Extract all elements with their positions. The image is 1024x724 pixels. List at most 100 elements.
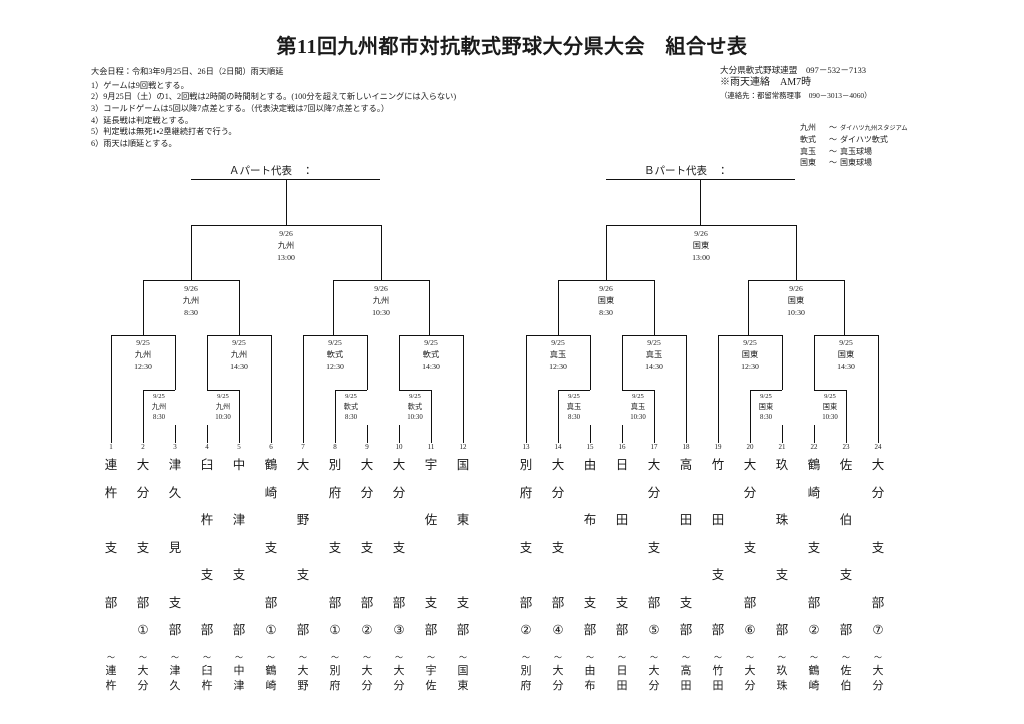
game-venue: 国東 xyxy=(741,350,759,359)
legend-tilde: ～ xyxy=(829,158,837,168)
game-a-r2: 9/25 九州 10:30 xyxy=(208,392,238,422)
seed-stem xyxy=(335,425,336,443)
seed-number: 18 xyxy=(682,443,690,451)
seed-name-char: 中 xyxy=(232,458,246,472)
footer-team-name: 大分 xyxy=(136,664,150,694)
footer-name-char: 分 xyxy=(393,680,405,692)
seed-name-char: ① xyxy=(329,623,341,637)
a-semi2-leg-left xyxy=(333,280,334,335)
seed-name-char: 由 xyxy=(583,458,597,472)
b-semi1-leg-left xyxy=(558,280,559,335)
b-q1-leg-right xyxy=(590,335,591,390)
seed-name-char xyxy=(199,590,215,618)
seed-name-char xyxy=(838,535,854,563)
seed-name-char xyxy=(359,507,375,535)
seed-name-char: 部 xyxy=(360,595,374,610)
part-a-stem xyxy=(286,179,287,225)
seed-name-char: 支 xyxy=(424,595,438,610)
seed-name-char: 支 xyxy=(871,540,885,555)
seed-name-char xyxy=(614,562,630,590)
seed-number: 12 xyxy=(459,443,467,451)
seed-number: 24 xyxy=(874,443,882,451)
seed-name-char xyxy=(423,535,439,563)
seed-name-char: 部 xyxy=(519,595,533,610)
seed-name-char xyxy=(231,480,247,508)
seed-team-name: 由 布 支部 xyxy=(582,452,598,645)
game-time: 13:00 xyxy=(277,253,295,262)
legend-venue: 国東球場 xyxy=(840,158,872,168)
game-b-final: 9/26 国東 13:00 xyxy=(656,228,746,263)
footer-team-name: 鶴崎 xyxy=(807,664,821,694)
seed-name-char xyxy=(678,562,694,590)
legend-row: 軟式～ダイハツ軟式 xyxy=(800,134,940,145)
a-r3-connector xyxy=(335,390,367,391)
footer-name-char: 伯 xyxy=(840,680,852,692)
seed-name-char: 大 xyxy=(647,458,661,472)
seed-stem xyxy=(654,425,655,443)
game-date: 9/26 xyxy=(279,229,293,238)
seed-name-char xyxy=(646,562,662,590)
game-b-r3: 9/25 国東 8:30 xyxy=(751,392,781,422)
seed-name-char: ⑦ xyxy=(872,623,884,637)
seed-name-char: 支 xyxy=(136,540,150,555)
seed-number: 11 xyxy=(427,443,435,451)
seed-name-char: 大 xyxy=(392,458,406,472)
b-semi1-leg-right xyxy=(654,280,655,335)
seed-stem xyxy=(399,425,400,443)
legend-row: 真玉～真玉球場 xyxy=(800,146,940,157)
a-q2-leg-right xyxy=(271,335,272,443)
seed-name-char: 部 xyxy=(743,595,757,610)
game-a-r1: 9/25 九州 8:30 xyxy=(144,392,174,422)
part-a-label: Ａパート代表 ： xyxy=(229,166,313,177)
seed-number: 8 xyxy=(333,443,337,451)
seed-name-char: 支 xyxy=(775,568,789,582)
footer-name-char: 連 xyxy=(105,665,117,677)
seed-name-char: 布 xyxy=(583,513,597,527)
game-a-q1: 9/25 九州 12:30 xyxy=(113,337,173,372)
game-time: 12:30 xyxy=(549,362,567,371)
footer-team-name: 津久 xyxy=(168,664,182,694)
game-date: 9/25 xyxy=(424,338,438,347)
seed-name-char: ① xyxy=(265,623,277,637)
seed-team-name: 中 津 支 部 xyxy=(231,452,247,645)
legend-row: 九州～ダイハツ九州スタジアム xyxy=(800,122,940,134)
seed-name-char xyxy=(455,535,471,563)
game-venue: 真玉 xyxy=(645,350,663,359)
seed-number: 19 xyxy=(714,443,722,451)
footer-team-name: 国東 xyxy=(456,664,470,694)
game-date: 9/25 xyxy=(647,338,661,347)
seed-name-char: 鶴 xyxy=(264,458,278,472)
game-b-r4: 9/25 国東 10:30 xyxy=(815,392,845,422)
seed-name-char: 分 xyxy=(743,485,757,500)
rule-item-2: 2）9月25日（土）の1、2回戦は2時間の時間制とする。(100分を超えて新しい… xyxy=(91,92,457,102)
game-date: 9/26 xyxy=(789,284,803,293)
seed-name-char: 津 xyxy=(168,458,182,472)
seed-name-char xyxy=(231,590,247,618)
seed-name-char xyxy=(103,507,119,535)
footer-caret: 〜 xyxy=(203,653,211,662)
seed-name-char: 部 xyxy=(615,623,629,637)
footer-name-char: 分 xyxy=(648,680,660,692)
seed-name-char: 野 xyxy=(296,513,310,527)
seed-name-char xyxy=(391,562,407,590)
footer-name-char: 鶴 xyxy=(265,665,277,677)
seed-name-char: 支 xyxy=(711,568,725,582)
part-a-rule-left xyxy=(191,179,380,180)
b-r4-leg-right xyxy=(846,390,847,443)
game-venue: 国東 xyxy=(787,296,805,305)
b-semi1-connector xyxy=(558,280,654,281)
seed-number: 5 xyxy=(237,443,241,451)
game-time: 12:30 xyxy=(741,362,759,371)
footer-name-char: 分 xyxy=(552,680,564,692)
b-r1-connector xyxy=(558,390,590,391)
footer-team-name: 大分 xyxy=(647,664,661,694)
a-r4-connector xyxy=(399,390,431,391)
footer-name-char: 大 xyxy=(648,665,660,677)
footer-name-char: 分 xyxy=(744,680,756,692)
footer-name-char: 大 xyxy=(393,665,405,677)
b-q1-connector xyxy=(526,335,590,336)
rule-item-1: 1）ゲームは9回戦とする。 xyxy=(91,80,189,90)
seed-name-char xyxy=(455,480,471,508)
seed-number: 2 xyxy=(141,443,145,451)
